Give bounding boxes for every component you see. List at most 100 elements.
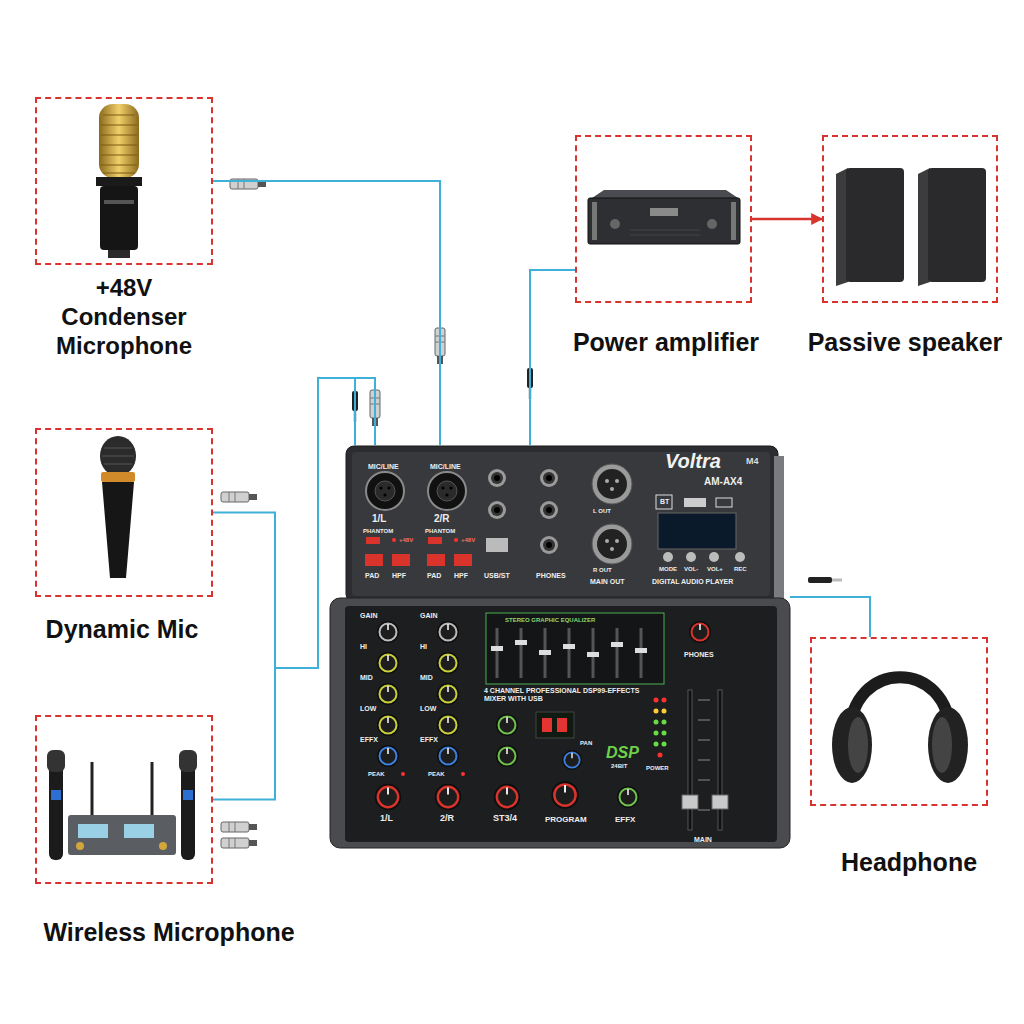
xlr-socket <box>592 524 632 564</box>
knob <box>496 714 518 736</box>
panel-label: PHONES <box>536 572 566 580</box>
cable-line <box>530 270 575 445</box>
jack-socket <box>488 501 506 519</box>
power-led <box>658 753 663 758</box>
knob <box>377 621 399 643</box>
level-meter <box>654 698 667 758</box>
brand-text: M4 <box>746 456 759 467</box>
panel-label: LOW <box>420 705 436 713</box>
antenna <box>151 762 154 815</box>
cable-line <box>752 218 822 221</box>
panel-label: 1/L <box>372 513 386 525</box>
receiver <box>68 815 176 855</box>
amp-display <box>650 208 678 216</box>
led <box>662 720 667 725</box>
speaker-cabinet <box>846 168 904 282</box>
panel-label: PAD <box>427 572 441 580</box>
amp-handle <box>731 202 736 240</box>
cable-line <box>213 378 375 800</box>
panel-label: USB/ST <box>484 572 510 580</box>
cable-line <box>790 597 870 637</box>
panel-label: PEAK <box>428 771 445 778</box>
peak-led <box>461 772 465 776</box>
panel-label: PAD <box>365 572 379 580</box>
panel-label: +48V <box>461 537 475 544</box>
fader-scale <box>698 700 710 810</box>
mic-head <box>99 104 139 178</box>
panel-label: 2/R <box>434 513 450 525</box>
device-caption: Power amplifier <box>556 327 776 357</box>
led <box>392 538 396 542</box>
mixer-side <box>774 456 784 600</box>
eq-sliders <box>491 628 647 678</box>
panel-label: DIGITAL AUDIO PLAYER <box>652 578 733 586</box>
earcup <box>832 707 872 783</box>
amp-handle <box>592 202 597 240</box>
panel-label: 2/R <box>440 813 454 823</box>
panel-label: HPF <box>454 572 468 580</box>
mixer-node: VoltraM4AM-AX4 <box>330 445 790 848</box>
mic-head <box>100 436 136 476</box>
hpf-button <box>392 554 410 566</box>
pad-button <box>365 554 383 566</box>
led <box>654 709 659 714</box>
panel-label: VOL- <box>684 566 698 573</box>
jack-socket <box>488 469 506 487</box>
mic-grille <box>102 448 134 464</box>
device-caption: Wireless Microphone <box>19 917 319 947</box>
device-caption: Headphone <box>809 847 1009 877</box>
panel-label: +48V <box>399 537 413 544</box>
panel-label: R OUT <box>593 567 612 574</box>
eq-track <box>568 628 571 678</box>
jack-socket <box>540 469 558 487</box>
peak-led <box>401 772 405 776</box>
panel-label: MODE <box>659 566 677 573</box>
fader-cap <box>712 795 728 809</box>
earcup-pad <box>848 717 868 773</box>
panel-label: GAIN <box>420 612 438 620</box>
knob <box>562 750 582 770</box>
mixer-body <box>330 598 790 848</box>
device-box: Passive speaker <box>822 135 998 303</box>
usb-switch <box>486 538 508 552</box>
panel-label: EFFX <box>360 736 378 744</box>
mic-grille <box>101 115 137 173</box>
panel-label: MAIN OUT <box>590 578 625 586</box>
knob <box>377 652 399 674</box>
mic-logo <box>104 200 134 204</box>
eq-track <box>496 628 499 678</box>
panel-label: EFFX <box>615 815 635 824</box>
led <box>654 742 659 747</box>
effect-digit <box>557 718 567 732</box>
effect-digit <box>542 718 552 732</box>
panel-label: POWER <box>646 765 669 772</box>
panel-label: GAIN <box>360 612 378 620</box>
device-caption: Dynamic Mic <box>22 614 222 644</box>
eq-track <box>616 628 619 678</box>
player-button <box>709 552 719 562</box>
mic-body <box>100 186 138 250</box>
led <box>654 720 659 725</box>
xlr-plug <box>221 492 257 502</box>
knob <box>551 781 579 809</box>
panel-label: BT <box>660 498 669 506</box>
receiver-screen <box>78 824 108 838</box>
mixer-rear-face <box>352 452 770 596</box>
led <box>654 698 659 703</box>
xlr-plug <box>221 838 257 848</box>
panel-label: PHANTOM <box>363 528 393 535</box>
mixer-rear-panel <box>346 446 778 602</box>
knob <box>494 784 520 810</box>
knob <box>437 745 459 767</box>
mic-ring <box>101 472 135 482</box>
panel-label: PROGRAM <box>545 815 587 824</box>
mic-display <box>183 790 193 800</box>
led <box>654 731 659 736</box>
led <box>662 731 667 736</box>
brand-text: AM-AX4 <box>704 476 742 488</box>
effect-display <box>536 712 574 738</box>
sd-slot <box>716 498 732 507</box>
player-button <box>663 552 673 562</box>
device-caption: Passive speaker <box>805 327 1005 357</box>
mic-base <box>108 250 130 258</box>
